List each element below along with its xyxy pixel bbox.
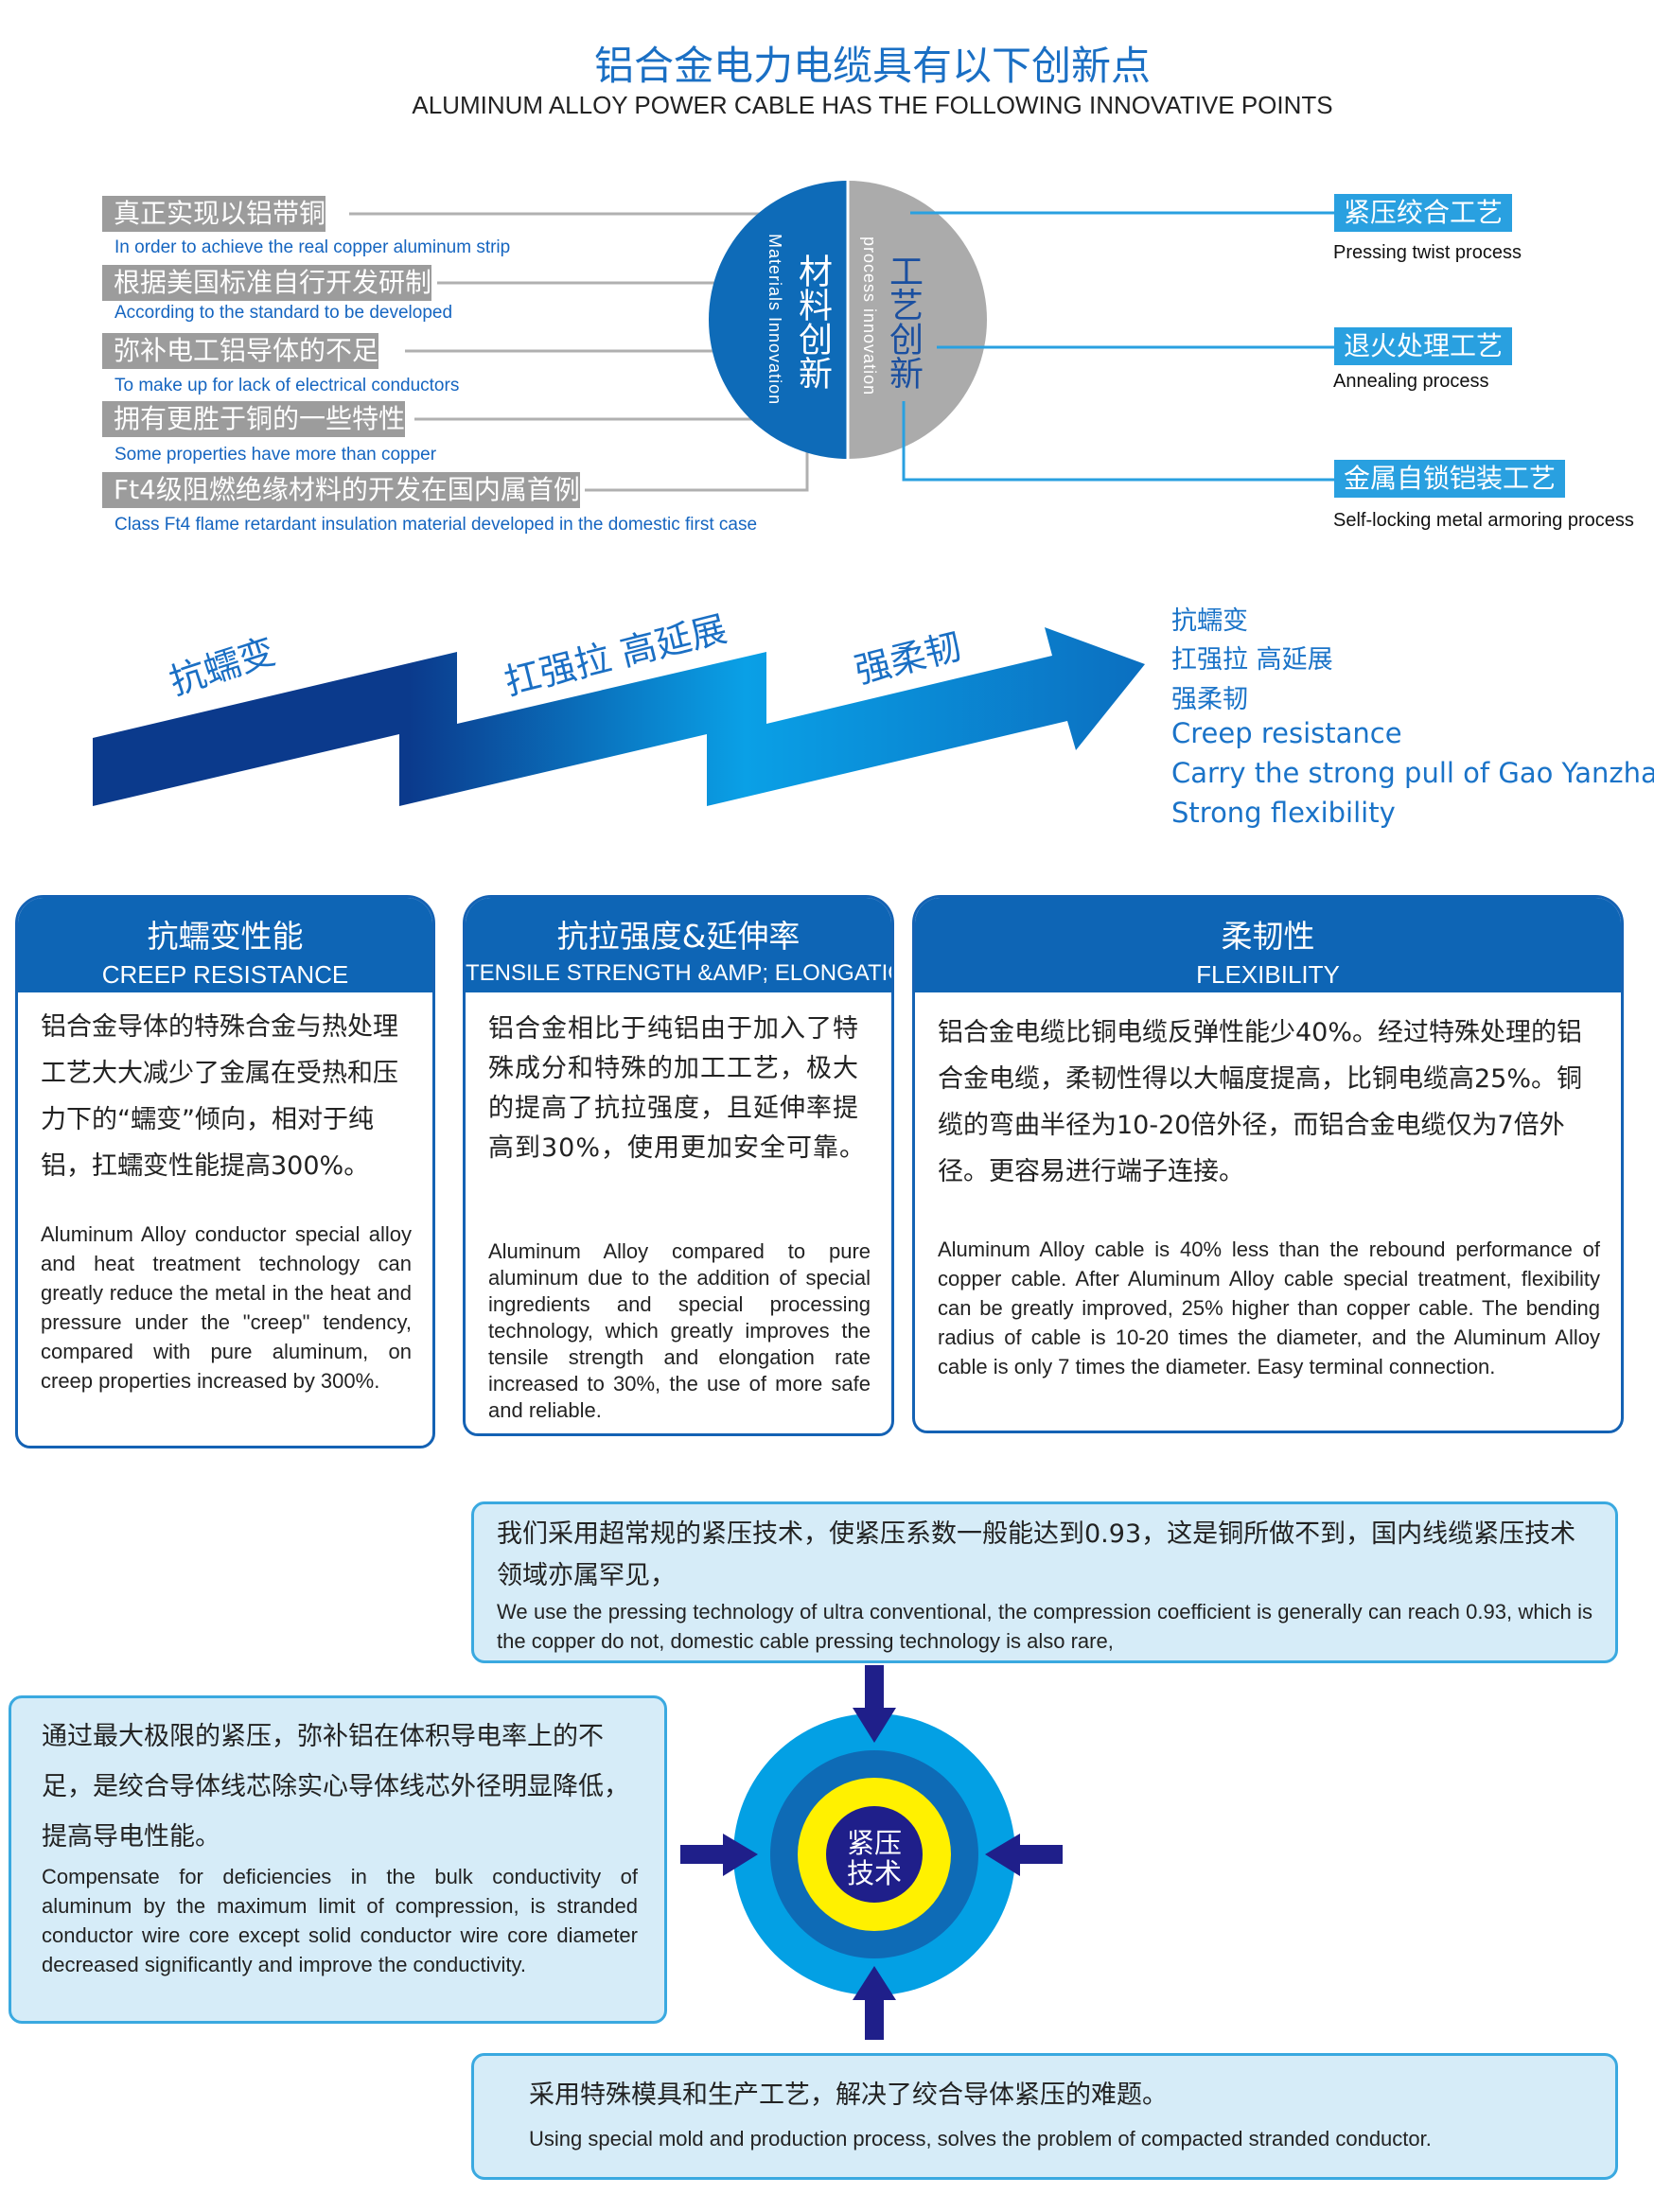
card-body-en: Aluminum Alloy cable is 40% less than th… [938, 1238, 1600, 1378]
material-item-5-en: Class Ft4 flame retardant insulation mat… [114, 515, 758, 535]
center-line-1: 紧压 [846, 1827, 902, 1859]
materials-innovation-en: Materials Innovation [765, 234, 784, 406]
note-en: We use the pressing technology of ultra … [497, 1600, 1592, 1653]
note-zh: 采用特殊模具和生产工艺，解决了绞合导体紧压的难题。 [529, 2080, 1168, 2110]
card-title-zh: 柔韧性 [1221, 918, 1315, 955]
compression-arrows [680, 1665, 1063, 2040]
card-creep-resistance: 抗蠕变性能 CREEP RESISTANCE 铝合金导体的特殊合金与热处理工艺大大… [15, 895, 435, 1448]
material-item-2-en: According to the standard to be develope… [114, 303, 453, 323]
materials-innovation-zh: 材料创新 [793, 254, 832, 390]
process-item-2: 退火处理工艺 [1334, 327, 1513, 365]
note-zh: 通过最大极限的紧压，弥补铝在体积导电率上的不足，是绞合导体线芯除实心导体线芯外径… [42, 1722, 629, 1852]
arrow-right-icon [680, 1834, 758, 1876]
note-zh: 我们采用超常规的紧压技术，使紧压系数一般能达到0.93，这是铜所做不到，国内线缆… [497, 1519, 1576, 1590]
card-title-zh: 抗拉强度&延伸率 [556, 918, 801, 955]
process-innovation-zh: 工艺创新 [884, 254, 923, 390]
card-body-zh: 铝合金电缆比铜电缆反弹性能少40%。经过特殊处理的铝合金电缆，柔韧性得以大幅度提… [938, 1018, 1583, 1186]
compression-center-label: 紧压 技术 [827, 1828, 922, 1888]
arrow-down-icon [853, 1665, 896, 1743]
arrow-up-icon [853, 1966, 896, 2040]
process-item-2-en: Annealing process [1333, 371, 1489, 392]
material-item-4: 拥有更胜于铜的一些特性 [102, 401, 406, 437]
process-item-1-en: Pressing twist process [1333, 242, 1522, 263]
arrow-left-icon [985, 1834, 1063, 1876]
innovation-diagram [349, 181, 1334, 492]
card-title-en: TENSILE STRENGTH &AMP; ELONGATION [466, 960, 894, 986]
compression-graphic [680, 1665, 1063, 2040]
card-title-zh: 抗蠕变性能 [147, 918, 304, 955]
note-special-mold: 采用特殊模具和生产工艺，解决了绞合导体紧压的难题。 Using special … [471, 2053, 1618, 2180]
summary-item: Carry the strong pull of Gao Yanzhan [1171, 757, 1654, 789]
card-body-en: Aluminum Alloy conductor special alloy a… [41, 1222, 412, 1393]
note-conductivity: 通过最大极限的紧压，弥补铝在体积导电率上的不足，是绞合导体线芯除实心导体线芯外径… [9, 1695, 667, 2024]
progress-arrow [93, 627, 1145, 806]
innovation-circle [709, 181, 987, 459]
card-body-zh: 铝合金相比于纯铝由于加入了特殊成分和特殊的加工工艺，极大的提高了抗拉强度，且延伸… [488, 1014, 867, 1163]
process-item-3: 金属自锁铠装工艺 [1334, 460, 1566, 498]
note-en: Using special mold and production proces… [529, 2127, 1432, 2151]
core [826, 1806, 923, 1903]
process-connector-lines [902, 211, 1334, 482]
note-compression-coefficient: 我们采用超常规的紧压技术，使紧压系数一般能达到0.93，这是铜所做不到，国内线缆… [471, 1501, 1618, 1663]
summary-item: 扛强拉 高延展 [1171, 645, 1333, 675]
material-item-1-en: In order to achieve the real copper alum… [114, 237, 511, 257]
summary-item: Creep resistance [1171, 717, 1402, 749]
material-item-1: 真正实现以铝带铜 [102, 196, 326, 232]
card-flexibility: 柔韧性 FLEXIBILITY 铝合金电缆比铜电缆反弹性能少40%。经过特殊处理的… [912, 895, 1624, 1433]
summary-item: 抗蠕变 [1171, 606, 1248, 636]
material-item-3-en: To make up for lack of electrical conduc… [114, 376, 460, 395]
material-item-3: 弥补电工铝导体的不足 [102, 333, 379, 369]
page-title: 铝合金电力电缆具有以下创新点 [593, 43, 1151, 89]
summary-item: 强柔韧 [1171, 685, 1248, 714]
summary-item: Strong flexibility [1171, 797, 1396, 829]
page-subtitle: ALUMINUM ALLOY POWER CABLE HAS THE FOLLO… [412, 91, 1333, 119]
card-body-zh: 铝合金导体的特殊合金与热处理工艺大大减少了金属在受热和压力下的“蠕变”倾向，相对… [41, 1012, 398, 1181]
zigzag-arrow-shape [93, 627, 1145, 806]
card-body-en: Aluminum Alloy compared to pure aluminum… [488, 1239, 871, 1422]
card-title-en: CREEP RESISTANCE [101, 960, 349, 989]
material-item-4-en: Some properties have more than copper [114, 445, 437, 465]
center-line-2: 技术 [846, 1857, 902, 1889]
material-item-5: Ft4级阻燃绝缘材料的开发在国内属首例 [102, 472, 580, 508]
process-item-1: 紧压绞合工艺 [1334, 194, 1513, 232]
process-innovation-en: process innovation [860, 237, 879, 396]
note-en: Compensate for deficiencies in the bulk … [42, 1865, 638, 1976]
card-tensile-strength: 抗拉强度&延伸率 TENSILE STRENGTH &AMP; ELONGATIO… [463, 895, 894, 1436]
card-title-en: FLEXIBILITY [1196, 960, 1340, 989]
process-item-3-en: Self-locking metal armoring process [1333, 510, 1634, 531]
material-item-2: 根据美国标准自行开发研制 [102, 265, 432, 301]
